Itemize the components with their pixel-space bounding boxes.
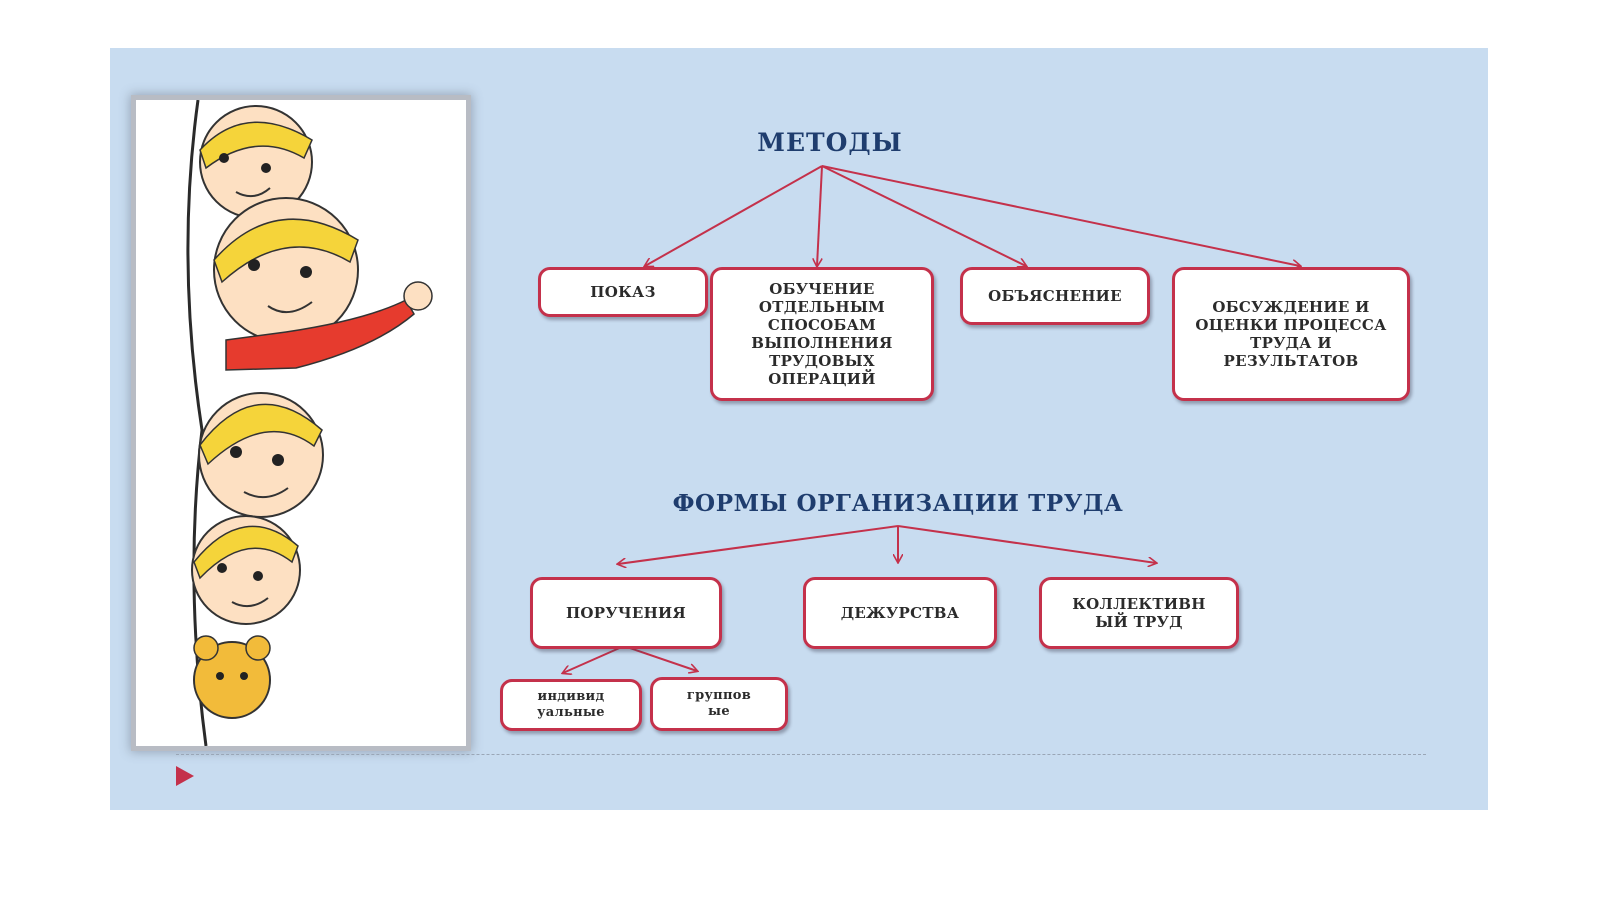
- form-collective-work: КОЛЛЕКТИВН ЫЙ ТРУД: [1039, 577, 1239, 649]
- methods-title: МЕТОДЫ: [757, 128, 903, 157]
- children-illustration: [136, 100, 466, 746]
- arrow-assignments-to-group: [623, 645, 697, 671]
- assignment-group: группов ые: [650, 677, 788, 731]
- method-discussion: ОБСУЖДЕНИЕ И ОЦЕНКИ ПРОЦЕССА ТРУДА И РЕЗ…: [1172, 267, 1410, 401]
- divider-line: [176, 754, 1426, 755]
- arrow-methods-to-show: [645, 165, 823, 266]
- method-show: ПОКАЗ: [538, 267, 708, 317]
- red-triangle-bullet-icon: [176, 766, 194, 786]
- method-explanation: ОБЪЯСНЕНИЕ: [960, 267, 1150, 325]
- arrow-forms-to-assignments: [618, 525, 899, 564]
- form-assignments: ПОРУЧЕНИЯ: [530, 577, 722, 649]
- arrow-assignments-to-individual: [563, 645, 625, 673]
- arrow-methods-to-discussion: [821, 165, 1300, 266]
- form-duty: ДЕЖУРСТВА: [803, 577, 997, 649]
- method-training: ОБУЧЕНИЕ ОТДЕЛЬНЫМ СПОСОБАМ ВЫПОЛНЕНИЯ Т…: [710, 267, 934, 401]
- arrow-methods-to-explanation: [821, 165, 1026, 266]
- arrow-forms-to-collective: [897, 525, 1156, 563]
- children-peeking-icon: [186, 100, 433, 746]
- assignment-individual: индивид уальные: [500, 679, 642, 731]
- arrow-methods-to-training: [817, 165, 823, 266]
- forms-title: ФОРМЫ ОРГАНИЗАЦИИ ТРУДА: [672, 490, 1124, 517]
